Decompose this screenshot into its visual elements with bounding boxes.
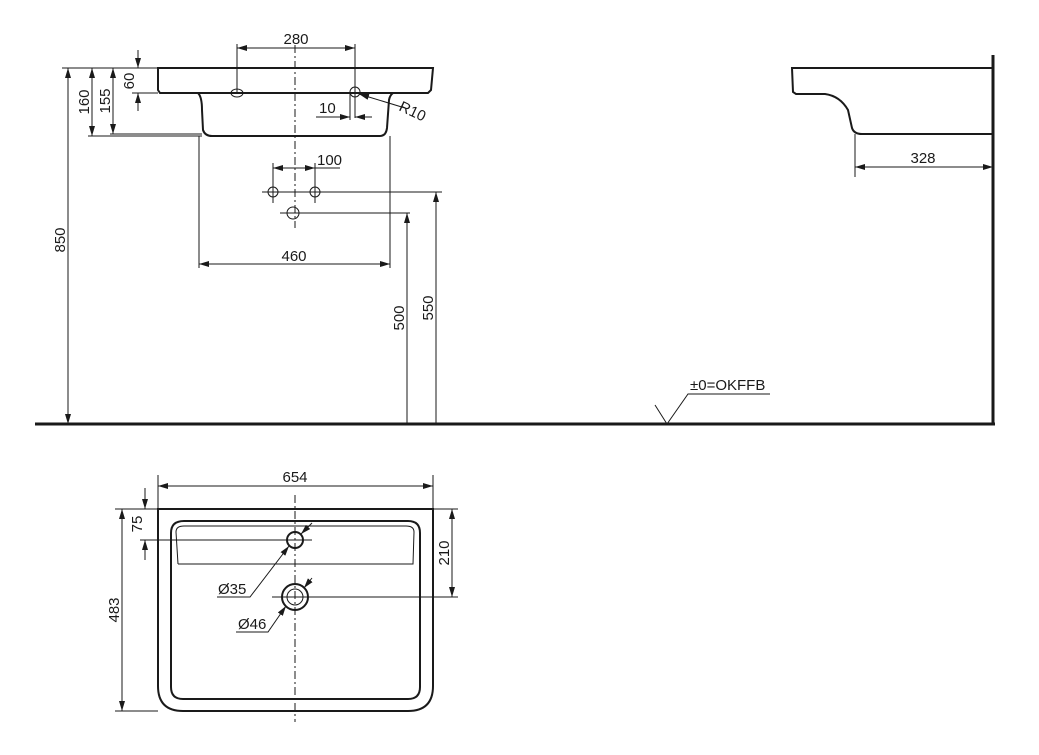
floor-level-symbol: [654, 393, 770, 425]
side-view: 328: [790, 55, 995, 425]
dim-210-label: 210: [436, 540, 453, 565]
dim-850-label: 850: [52, 227, 69, 252]
bowl-outline: [170, 520, 421, 700]
r10-label: R10: [396, 98, 428, 125]
basin-side-outline: [790, 67, 993, 135]
dim-160-label: 160: [76, 89, 93, 114]
dim-10-label: 10: [319, 100, 336, 117]
basin-plan-outline: [157, 508, 434, 712]
tap-ledge: [175, 525, 415, 565]
dim-550-label: 550: [420, 295, 437, 320]
dim-654-label: 654: [282, 469, 307, 486]
tap-hole-diameter-label: Ø35: [218, 581, 246, 598]
plan-view: 654 483 75 210 Ø35 Ø46: [106, 469, 458, 722]
dim-100-label: 100: [317, 152, 342, 169]
basin-front-outline: [157, 67, 435, 94]
floor-level-label: ±0=OKFFB: [690, 377, 765, 394]
dim-328-label: 328: [910, 150, 935, 167]
dim-500-label: 500: [391, 305, 408, 330]
basin-body: [197, 92, 394, 137]
dim-460-label: 460: [281, 248, 306, 265]
front-view: 280 850 160 155 60 10 R10 100 460: [35, 31, 995, 426]
dim-75-label: 75: [129, 516, 146, 533]
dim-155-label: 155: [97, 88, 114, 113]
dim-483-label: 483: [106, 597, 123, 622]
dim-60-label: 60: [121, 73, 138, 90]
dim-280-label: 280: [283, 31, 308, 48]
drain-diameter-label: Ø46: [238, 616, 266, 633]
